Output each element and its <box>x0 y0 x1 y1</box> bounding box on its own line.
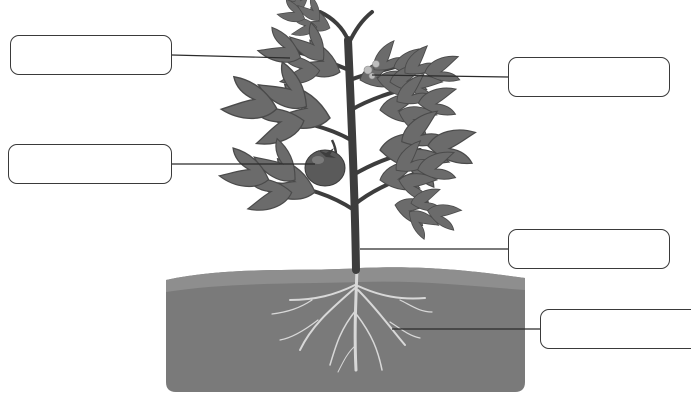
fruit-label-box[interactable] <box>8 144 172 184</box>
tomato-fruit <box>305 140 345 186</box>
root-label-box[interactable] <box>540 309 691 349</box>
stem-label-box[interactable] <box>508 229 670 269</box>
leaf-label-box[interactable] <box>10 35 172 75</box>
flower-label-box[interactable] <box>508 57 670 97</box>
